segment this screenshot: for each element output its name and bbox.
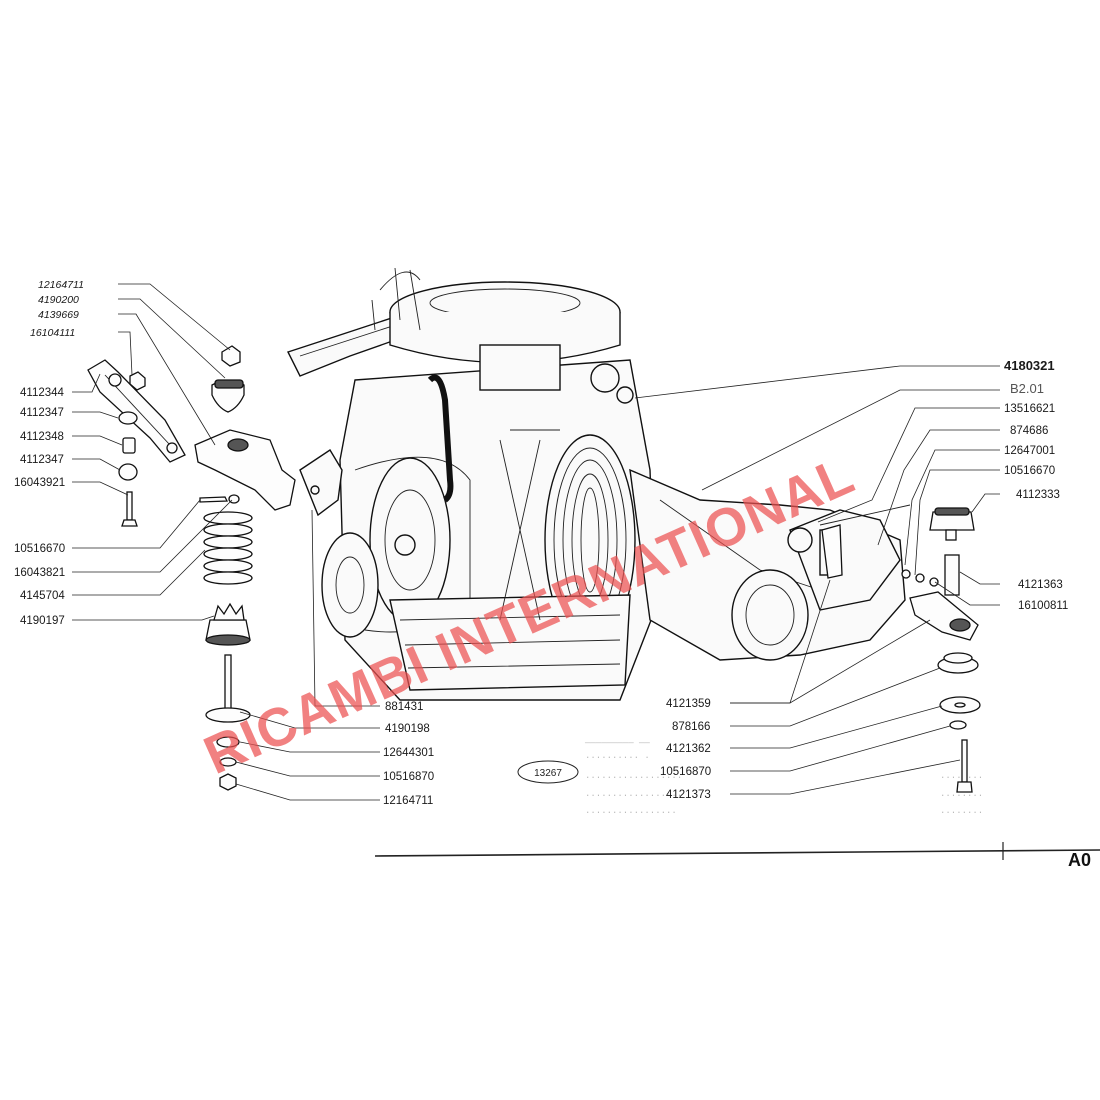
part-number-label: 4121373	[666, 789, 711, 801]
coil-spring	[203, 511, 253, 585]
part-number-label: 4112347	[20, 454, 64, 466]
part-number-label: 10516670	[14, 543, 65, 555]
part-number-label: 12644301	[383, 747, 434, 759]
part-number-label: 4180321	[1004, 358, 1055, 373]
part-number-label: 881431	[385, 701, 423, 713]
bottom-labels: 881431 4190198 12644301 10516870 1216471…	[383, 701, 434, 807]
part-number-label: 16043821	[14, 567, 65, 579]
page-border-line	[374, 849, 1100, 857]
group-code: B2.01	[1010, 381, 1044, 396]
svg-text:··················: ··················	[585, 773, 682, 783]
part-number-label: 4190200	[38, 294, 79, 306]
part-number-label: 10516870	[660, 766, 711, 778]
part-number-label: 10516670	[1004, 465, 1055, 477]
bleed-through-text: ――――――――― ―― ·········· · ··············…	[584, 738, 983, 818]
part-number-label: 4190197	[20, 615, 65, 627]
part-number-label: 4121363	[1018, 579, 1063, 591]
leader-lines	[72, 283, 1000, 801]
svg-text:――――――――― ――: ――――――――― ――	[584, 738, 650, 748]
part-number-label: 16104111	[30, 327, 75, 339]
part-number-label: 874686	[1010, 425, 1048, 437]
svg-text:········: ········	[940, 791, 983, 801]
right-labels: 4180321 B2.01 13516621 874686 12647001 1…	[660, 358, 1068, 801]
right-mount-parts	[821, 507, 981, 793]
part-number-label: 4190198	[385, 723, 430, 735]
part-number-label: 4121362	[666, 743, 711, 755]
part-number-label: 878166	[672, 721, 710, 733]
left-labels: 12164711 4190200 4139669 16104111 411234…	[14, 279, 84, 627]
part-number-label: 13516621	[1004, 403, 1055, 415]
part-number-label: 4139669	[38, 309, 79, 321]
svg-text:·········· ·: ·········· ·	[585, 753, 650, 763]
drawing-number-badge: 13267	[517, 760, 579, 784]
part-number-label: 4112347	[20, 407, 64, 419]
part-number-label: 4112333	[1016, 489, 1060, 501]
part-number-label: 12164711	[383, 795, 433, 807]
drawing-number: 13267	[534, 768, 562, 779]
left-mount-parts	[87, 345, 296, 791]
svg-text:········: ········	[940, 808, 983, 818]
part-number-label: 10516870	[383, 771, 434, 783]
engine-assembly	[287, 267, 911, 701]
part-number-label: 4121359	[666, 698, 711, 710]
part-number-label: 16043921	[14, 477, 65, 489]
svg-text:·················: ·················	[585, 808, 677, 818]
part-number-label: 4112344	[20, 387, 65, 399]
part-number-label: 12647001	[1004, 445, 1055, 457]
part-number-label: 16100811	[1018, 600, 1068, 612]
part-number-label: 4145704	[20, 590, 65, 602]
svg-text:··················: ··················	[585, 791, 682, 801]
part-number-label: 4112348	[20, 431, 64, 443]
page-corner-text: A0	[1068, 850, 1091, 870]
part-number-label: 12164711	[38, 279, 84, 291]
